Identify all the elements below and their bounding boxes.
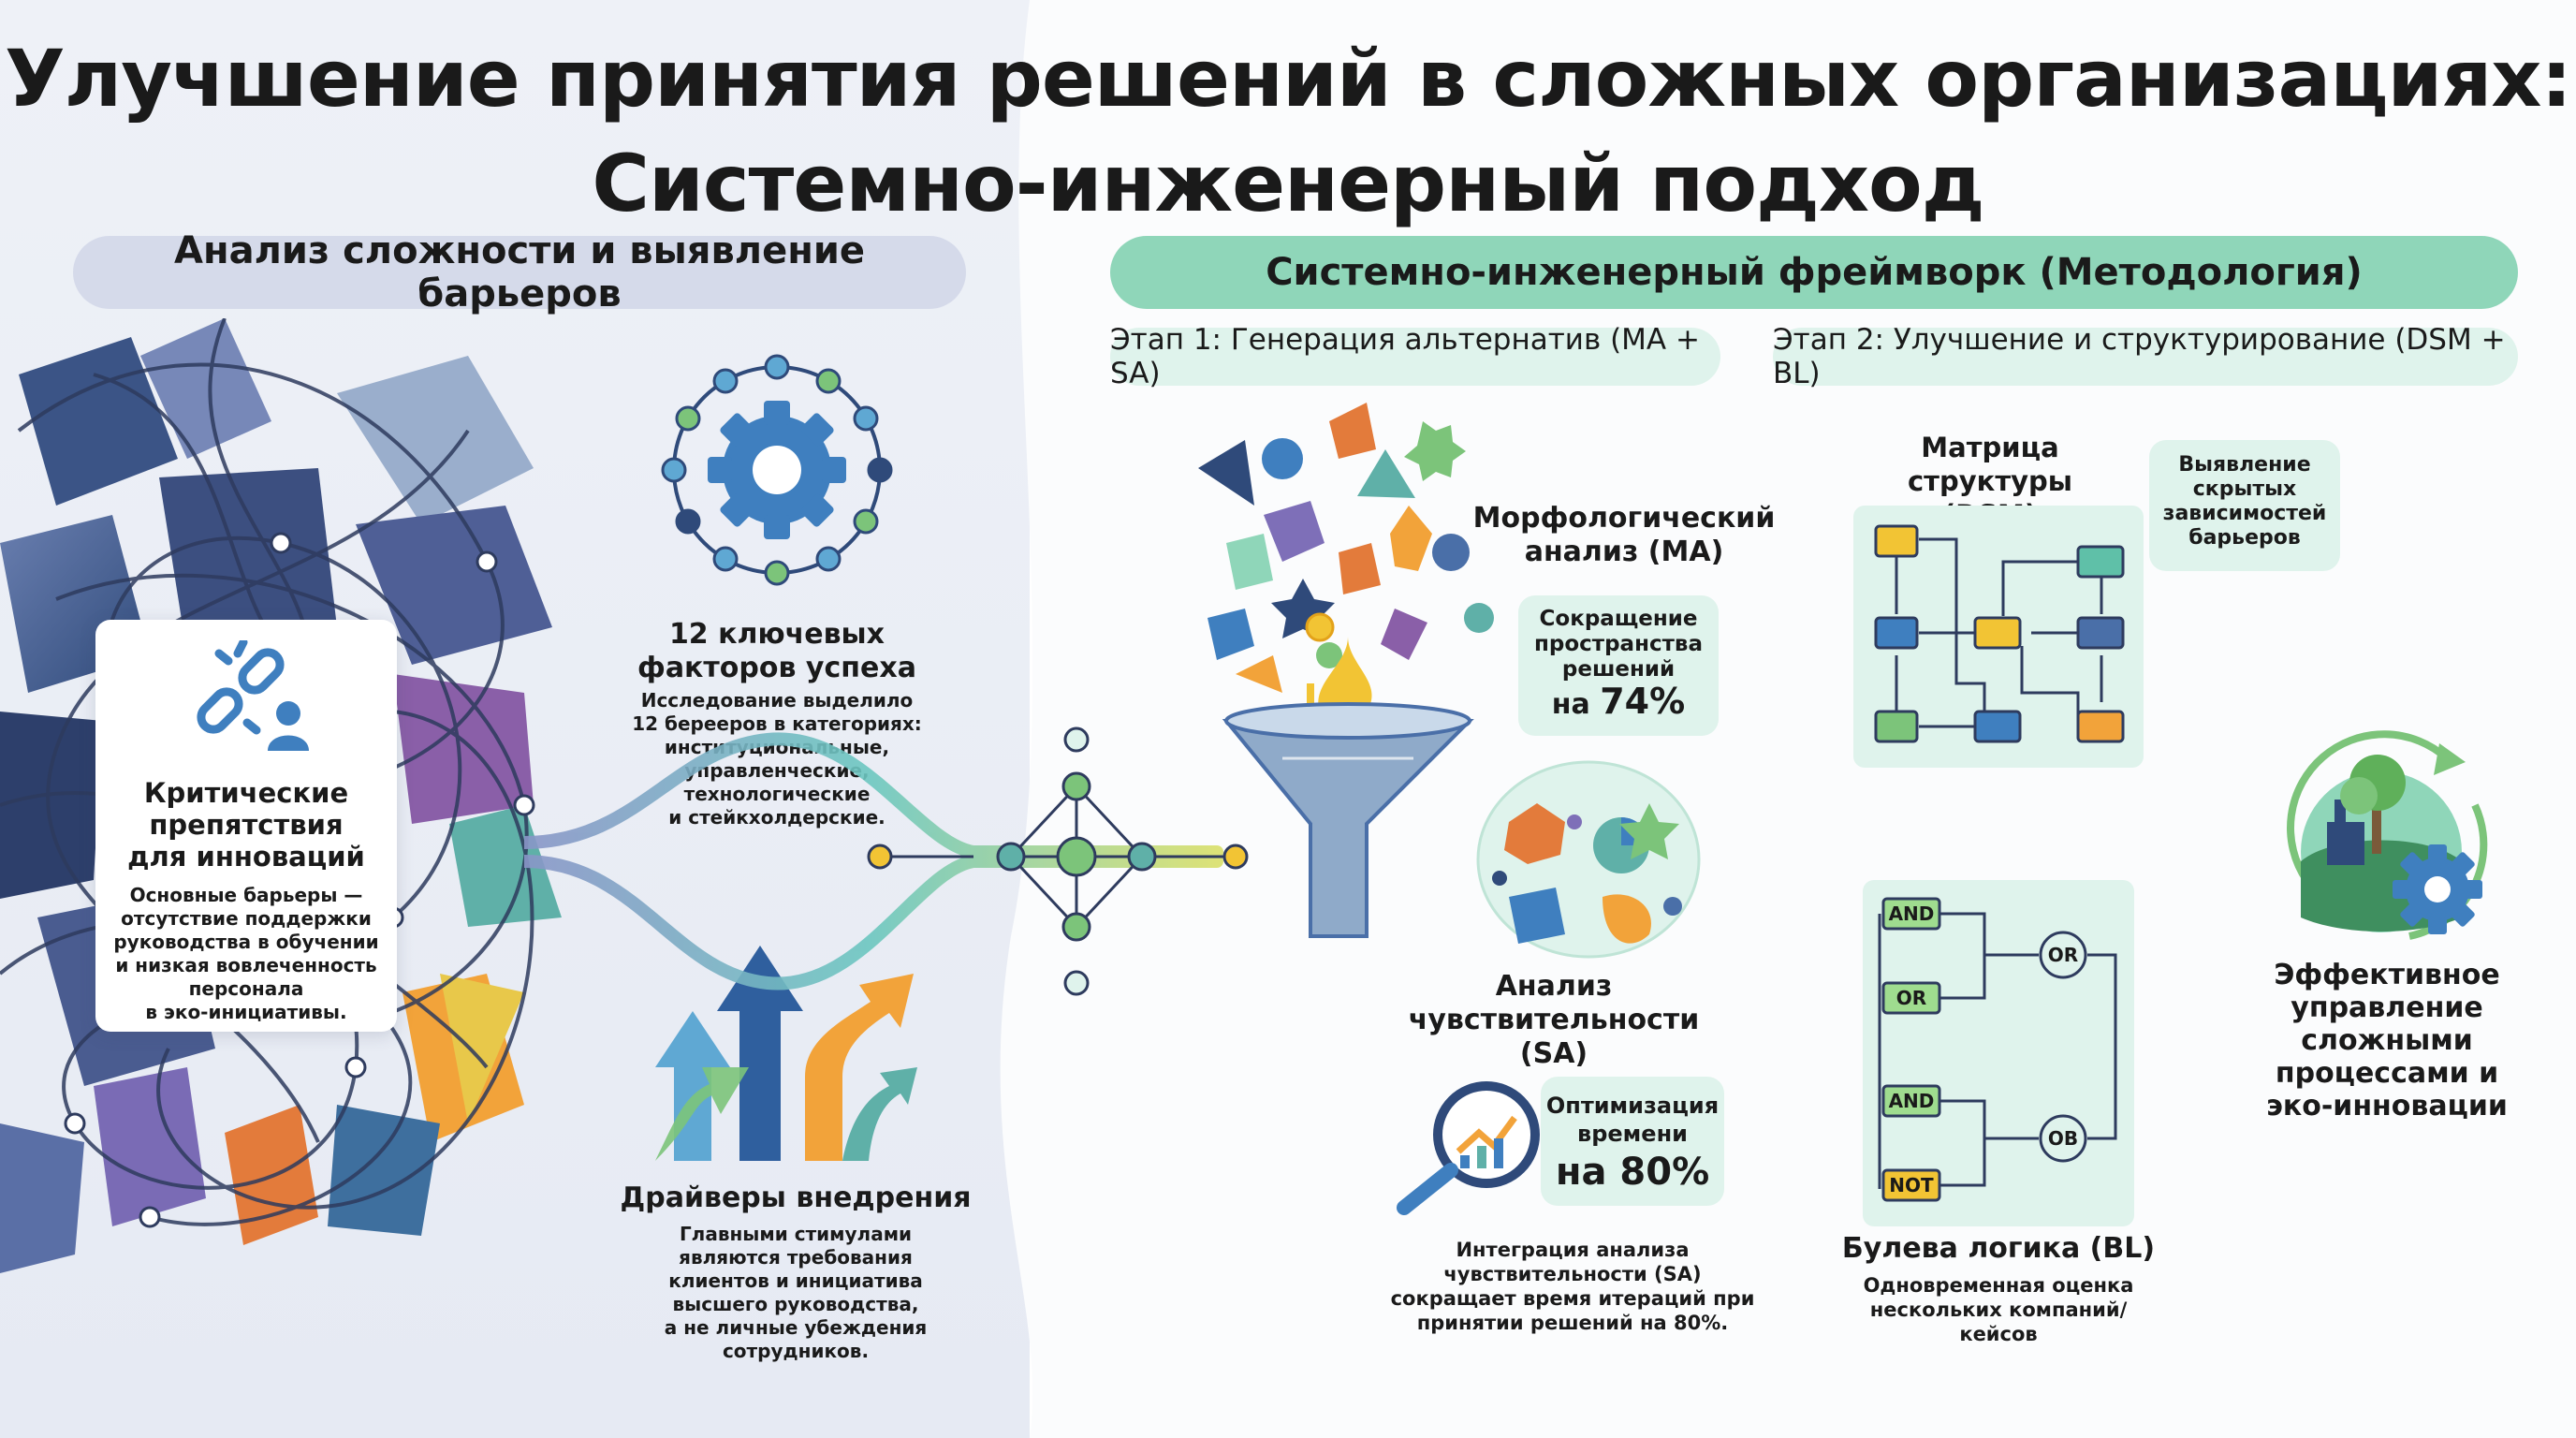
bl-text-line: Одновременная оценка: [1863, 1274, 2134, 1297]
barriers-text-line: персонала: [188, 977, 304, 1000]
barriers-text-line: руководства в обучении: [113, 931, 379, 953]
sa-title-line-3: (SA): [1519, 1037, 1588, 1070]
ma-callout-line: Сокращение: [1539, 607, 1698, 631]
sa-time-callout: Оптимизация времени на 80%: [1541, 1077, 1724, 1206]
drivers-text-line: высшего руководства,: [672, 1293, 919, 1315]
boolean-logic-diagram: AND OR OR AND OB NOT: [1863, 880, 2134, 1226]
barriers-text-line: Основные барьеры —: [129, 884, 363, 906]
ma-callout-value-row: на 74%: [1518, 682, 1719, 724]
dsm-callout-line: зависимостей: [2162, 502, 2327, 525]
dsm-matrix-diagram: [1853, 506, 2144, 768]
bl-title: Булева логика (BL): [1841, 1232, 2156, 1265]
solution-space-icon: [1476, 760, 1701, 959]
dsm-callout-line: Выявление: [2178, 453, 2311, 477]
barriers-text-line: отсутствие поддержки: [121, 907, 372, 930]
barriers-title: Критические препятствия для инноваций: [95, 777, 397, 873]
sa-text: Интеграция анализа чувствительности (SA)…: [1376, 1238, 1769, 1335]
dsm-callout-line: скрытых: [2192, 477, 2297, 501]
gate-label-ob: OB: [2048, 1127, 2078, 1150]
sa-text-line: чувствительности (SA): [1443, 1263, 1702, 1285]
sa-title: Анализ чувствительности (SA): [1404, 970, 1704, 1071]
growth-arrows-icon: [655, 946, 917, 1161]
ma-title: Морфологический анализ (MA): [1470, 502, 1778, 569]
dsm-callout-line: барьеров: [2188, 526, 2301, 550]
drivers-text-line: сотрудников.: [722, 1340, 870, 1362]
barriers-card: Критические препятствия для инноваций Ос…: [95, 620, 397, 1032]
sa-text-line: Интеграция анализа: [1456, 1239, 1690, 1261]
gate-label-and-2: AND: [1889, 1090, 1935, 1112]
drivers-text-line: являются требования: [679, 1246, 913, 1269]
outcome-line: процессами и: [2275, 1057, 2499, 1090]
page-title: Улучшение принятия решений в сложных орг…: [0, 26, 2576, 236]
barriers-title-line-1: Критические: [143, 777, 349, 809]
bl-text-line: кейсов: [1959, 1323, 2038, 1345]
barriers-title-line-3: для инноваций: [127, 841, 365, 873]
sa-callout-line: времени: [1577, 1121, 1688, 1147]
factors-title-line-2: факторов успеха: [637, 652, 916, 684]
stage-1-label: Этап 1: Генерация альтернатив (MA + SA): [1110, 323, 1720, 390]
sa-callout-line: Оптимизация: [1545, 1093, 1720, 1119]
broken-link-icon: [197, 640, 309, 751]
gate-label-or-2: OR: [2048, 944, 2078, 966]
ma-callout-line: пространства: [1533, 632, 1704, 656]
barriers-text-line: в эко-инициативы.: [145, 1001, 347, 1023]
ma-callout-prefix: на: [1551, 688, 1590, 721]
outcome-line: Эффективное: [2274, 959, 2500, 991]
sa-callout-value: на 80%: [1555, 1151, 1710, 1194]
barriers-title-line-2: препятствия: [149, 809, 344, 841]
gate-label-or-1: OR: [1896, 987, 1926, 1009]
factors-title-line-1: 12 ключевых: [668, 618, 886, 651]
sa-title-line-1: Анализ: [1495, 970, 1613, 1003]
ma-title-line-2: анализ (MA): [1524, 536, 1724, 568]
dsm-title-line-1: Матрица структуры: [1907, 432, 2073, 497]
sa-title-line-2: чувствительности: [1408, 1004, 1700, 1036]
gate-label-and-1: AND: [1889, 902, 1935, 925]
eco-gear-icon: [2287, 730, 2488, 940]
magnifier-chart-icon: [1397, 1081, 1540, 1215]
gate-label-not: NOT: [1889, 1174, 1934, 1196]
funnel-shapes-icon: [1198, 403, 1494, 938]
sa-text-line: принятии решений на 80%.: [1416, 1312, 1729, 1334]
barriers-text: Основные барьеры — отсутствие поддержки …: [95, 884, 397, 1024]
barriers-text-line: и низкая вовлеченность: [115, 954, 377, 976]
dsm-callout: Выявление скрытых зависимостей барьеров: [2149, 440, 2340, 571]
bl-text: Одновременная оценка нескольких компаний…: [1835, 1273, 2162, 1346]
drivers-text-line: Главными стимулами: [679, 1223, 913, 1245]
sa-text-line: сокращает время итераций при: [1390, 1287, 1755, 1310]
drivers-text-line: клиентов и инициатива: [668, 1269, 923, 1292]
factors-title: 12 ключевых факторов успеха: [599, 618, 955, 685]
drivers-text-line: а не личные убеждения: [664, 1316, 928, 1339]
factors-text-line: 12 берееров в категориях:: [632, 712, 922, 735]
outcome-line: сложными: [2301, 1024, 2473, 1057]
factors-text-line: и стейкхолдерские.: [668, 806, 886, 829]
drivers-title: Драйверы внедрения: [620, 1181, 972, 1214]
title-line-1: Улучшение принятия решений в сложных орг…: [4, 33, 2572, 125]
bl-text-line: нескольких компаний/: [1869, 1299, 2128, 1321]
ma-reduction-callout: Сокращение пространства решений на 74%: [1518, 595, 1719, 736]
factors-text-line: Исследование выделило: [640, 689, 914, 712]
right-section-header: Системно-инженерный фреймворк (Методолог…: [1110, 236, 2518, 309]
outcome-text: Эффективное управление сложными процесса…: [2247, 959, 2527, 1123]
title-line-2: Системно-инженерный подход: [592, 138, 1984, 229]
drivers-text: Главными стимулами являются требования к…: [599, 1223, 992, 1363]
outcome-line: эко-инновации: [2266, 1090, 2508, 1123]
outcome-line: управление: [2291, 991, 2483, 1024]
ma-title-line-1: Морфологический: [1472, 502, 1776, 535]
flow-connector-network: [524, 726, 1249, 996]
ma-callout-value: 74%: [1600, 681, 1686, 722]
left-section-header: Анализ сложности и выявление барьеров: [73, 229, 966, 315]
gear-network-icon: [661, 354, 893, 586]
ma-callout-line: решений: [1561, 657, 1676, 682]
stage-2-label: Этап 2: Улучшение и структурирование (DS…: [1773, 323, 2518, 390]
